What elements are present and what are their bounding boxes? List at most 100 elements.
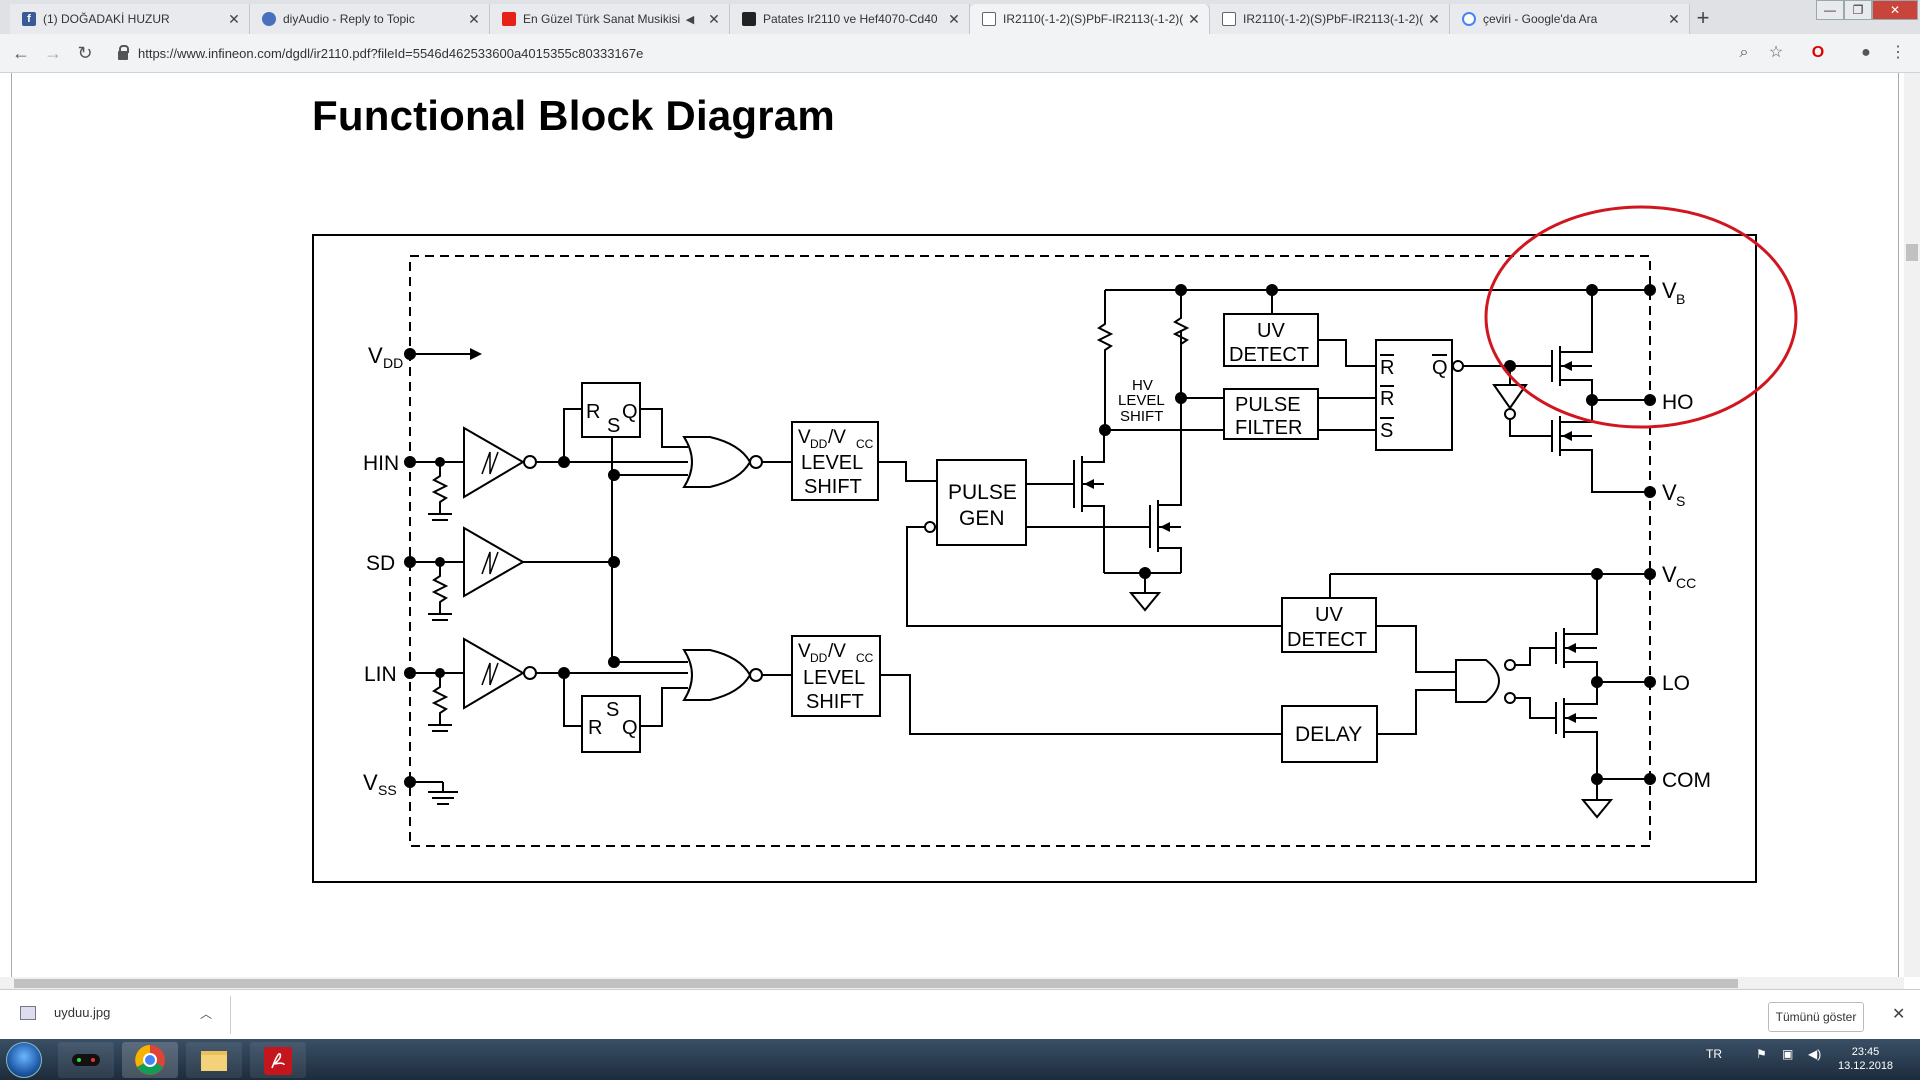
hin-pin: HIN: [363, 452, 416, 475]
chrome-icon[interactable]: [122, 1042, 178, 1078]
svg-text:R: R: [588, 717, 602, 739]
lock-icon[interactable]: [118, 44, 129, 60]
forward-arrow-icon[interactable]: →: [44, 43, 62, 63]
close-tab-icon[interactable]: ✕: [708, 10, 720, 27]
svg-text:CC: CC: [856, 437, 874, 451]
svg-text:S: S: [1380, 420, 1393, 442]
vertical-scrollbar[interactable]: [1904, 73, 1920, 977]
chip-icon: [742, 12, 756, 26]
tab-7[interactable]: çeviri - Google'da Ara ✕: [1450, 4, 1690, 34]
back-arrow-icon[interactable]: ←: [12, 43, 30, 63]
page-title: Functional Block Diagram: [312, 92, 835, 139]
svg-text:LO: LO: [1662, 672, 1690, 695]
hv-level-shift-label: HV LEVEL SHIFT: [1118, 377, 1165, 425]
horizontal-scroll-thumb[interactable]: [14, 979, 1738, 988]
profile-avatar-icon[interactable]: ●: [1861, 44, 1871, 61]
tab-3[interactable]: En Güzel Türk Sanat Musikisi ◀ ✕: [490, 4, 730, 34]
diyaudio-icon: [262, 12, 276, 26]
svg-text:R: R: [1380, 388, 1394, 410]
chevron-up-icon[interactable]: ︿: [200, 1007, 213, 1021]
svg-text:Q: Q: [622, 717, 638, 739]
svg-text:DD: DD: [810, 437, 828, 451]
download-filename[interactable]: uyduu.jpg: [54, 1005, 111, 1020]
menu-dots-icon[interactable]: ⋮: [1890, 44, 1906, 61]
tab-6[interactable]: IR2110(-1-2)(S)PbF-IR2113(-1-2)( ✕: [1210, 4, 1450, 34]
minimize-button[interactable]: —: [1816, 0, 1844, 20]
svg-text:DETECT: DETECT: [1287, 629, 1367, 651]
tab-title: diyAudio - Reply to Topic: [283, 12, 415, 26]
reload-icon[interactable]: ↻: [77, 43, 93, 63]
tab-title: çeviri - Google'da Ara: [1483, 12, 1598, 26]
document-icon: [982, 12, 996, 26]
tab-1[interactable]: f (1) DOĞADAKİ HUZUR ✕: [10, 4, 250, 34]
svg-text:DD: DD: [383, 355, 403, 371]
windows-taskbar: TR ⚑ ▣ ◀) 23:45 13.12.2018: [0, 1039, 1920, 1080]
system-clock[interactable]: 23:45 13.12.2018: [1838, 1045, 1893, 1073]
svg-text:SHIFT: SHIFT: [806, 691, 864, 713]
hin-buffer: [410, 426, 537, 521]
close-tab-icon[interactable]: ✕: [468, 10, 480, 27]
nand-gate-low: [1455, 647, 1556, 719]
tab-title: IR2110(-1-2)(S)PbF-IR2113(-1-2)(: [1003, 12, 1184, 26]
sd-buffer: [410, 526, 612, 621]
game-controller-icon[interactable]: [58, 1042, 114, 1078]
svg-text:DD: DD: [810, 651, 828, 665]
close-tab-icon[interactable]: ✕: [1668, 10, 1680, 27]
tab-5[interactable]: IR2110(-1-2)(S)PbF-IR2113(-1-2)( ✕: [970, 4, 1210, 34]
svg-text:HV: HV: [1132, 377, 1153, 394]
window-close-button[interactable]: ✕: [1872, 0, 1918, 20]
file-explorer-icon[interactable]: [186, 1042, 242, 1078]
speaker-icon[interactable]: ◀: [685, 13, 695, 26]
svg-text:S: S: [606, 699, 619, 721]
pulse-filter: PULSE FILTER: [1223, 388, 1376, 440]
download-item[interactable]: uyduu.jpg: [20, 1005, 110, 1020]
svg-text:S: S: [1676, 493, 1685, 509]
delay-block: DELAY: [1281, 705, 1378, 763]
close-tab-icon[interactable]: ✕: [1188, 10, 1200, 27]
vs-pin: V S: [1644, 480, 1685, 509]
vertical-scroll-thumb[interactable]: [1906, 244, 1918, 261]
svg-text:SHIFT: SHIFT: [1120, 408, 1163, 425]
svg-text:V: V: [798, 641, 811, 662]
svg-text:LEVEL: LEVEL: [803, 667, 865, 689]
flag-icon[interactable]: ⚑: [1756, 1047, 1767, 1061]
svg-text:SHIFT: SHIFT: [804, 476, 862, 498]
level-shift-bottom: V DD /V CC LEVEL SHIFT: [791, 635, 881, 717]
close-tab-icon[interactable]: ✕: [228, 10, 240, 27]
acrobat-reader-icon[interactable]: [250, 1042, 306, 1078]
svg-text:PULSE: PULSE: [1235, 394, 1301, 416]
vss-pin: V SS: [363, 770, 458, 805]
zoom-icon[interactable]: ⌕: [1739, 44, 1749, 61]
image-file-icon: [20, 1005, 36, 1020]
address-bar[interactable]: https://www.infineon.com/dgdl/ir2110.pdf…: [108, 39, 1788, 67]
rs-latch-bottom: S R Q: [536, 656, 688, 753]
start-button[interactable]: [6, 1042, 42, 1078]
svg-text:V: V: [1662, 480, 1677, 505]
facebook-icon: f: [22, 12, 36, 26]
rs-latch-high: R R S Q: [1375, 339, 1464, 451]
svg-text:LEVEL: LEVEL: [1118, 392, 1165, 409]
close-tab-icon[interactable]: ✕: [948, 10, 960, 27]
show-all-button[interactable]: Tümünü göster: [1768, 1002, 1864, 1032]
tab-4[interactable]: Patates Ir2110 ve Hef4070-Cd40 ✕: [730, 4, 970, 34]
language-indicator[interactable]: TR: [1706, 1047, 1722, 1061]
tab-2[interactable]: diyAudio - Reply to Topic ✕: [250, 4, 490, 34]
pdf-viewport[interactable]: [0, 73, 1904, 977]
red-highlight-circle: [1484, 205, 1798, 429]
bookmark-star-icon[interactable]: ☆: [1768, 44, 1784, 61]
close-tab-icon[interactable]: ✕: [1428, 10, 1440, 27]
close-icon[interactable]: ✕: [1892, 1006, 1906, 1023]
youtube-icon: [502, 12, 516, 26]
svg-text:V: V: [363, 770, 378, 795]
rs-latch-top: R S Q: [536, 382, 688, 662]
url-text[interactable]: https://www.infineon.com/dgdl/ir2110.pdf…: [138, 45, 644, 61]
maximize-button[interactable]: ❐: [1844, 0, 1872, 20]
network-icon[interactable]: ▣: [1782, 1047, 1794, 1061]
opera-extension-icon[interactable]: O: [1811, 44, 1825, 61]
new-tab-button[interactable]: +: [1696, 5, 1710, 30]
svg-text:UV: UV: [1257, 320, 1285, 342]
google-icon: [1462, 12, 1476, 26]
svg-text:CC: CC: [1676, 575, 1696, 591]
svg-text:COM: COM: [1662, 769, 1711, 792]
volume-icon[interactable]: ◀): [1808, 1047, 1822, 1061]
